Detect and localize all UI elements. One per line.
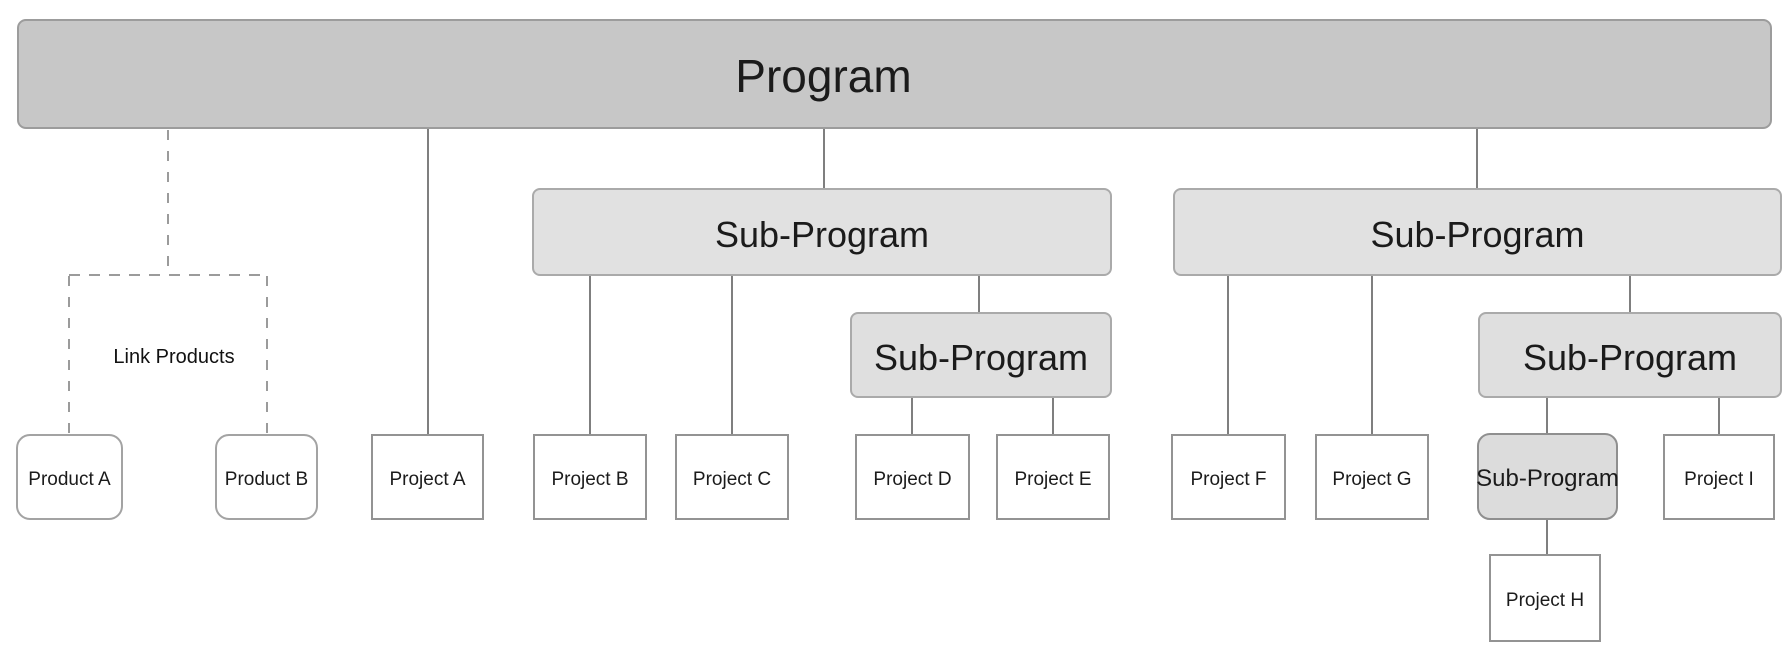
node-product-a-label: Product A [28,469,111,490]
dashed-edge-link-products-product-a [68,276,70,434]
node-project-e-label: Project E [1014,469,1092,490]
node-sub-program-2a-label: Sub-Program [1522,336,1738,378]
node-project-d-label: Project D [873,469,952,490]
node-project-g: Project G [1315,434,1429,520]
edge-subprogram1-project-b [589,275,591,435]
node-product-b-label: Product B [224,469,309,490]
node-program-label: Program [735,50,912,102]
edge-program-subprogram-1 [823,128,825,189]
node-project-b: Project B [533,434,647,520]
node-project-h: Project H [1489,554,1601,642]
node-sub-program-2a1-label: Sub-Program [1476,464,1619,492]
edge-program-project-a [427,128,429,435]
edge-subprogram1-project-c [731,275,733,435]
node-product-b: Product B [215,434,318,520]
edge-subprogram2-project-f [1227,275,1229,435]
node-sub-program-2a1: Sub-Program [1476,433,1619,520]
edge-subprogram1a-project-d [911,397,913,435]
node-sub-program-1: Sub-Program [532,188,1112,276]
edge-subprogram2-subprogram-2a [1629,275,1631,313]
node-sub-program-1a-label: Sub-Program [873,336,1089,378]
edge-program-subprogram-2 [1476,128,1478,189]
node-project-c-label: Project C [692,469,772,490]
node-project-e: Project E [996,434,1110,520]
node-sub-program-2-label: Sub-Program [1370,213,1585,255]
node-project-f-label: Project F [1190,469,1267,490]
node-project-i-label: Project I [1684,469,1754,490]
node-sub-program-1-label: Sub-Program [714,213,930,255]
edge-subprogram2-project-g [1371,275,1373,435]
node-project-i: Project I [1663,434,1775,520]
edge-subprogram2a1-project-h [1546,519,1548,555]
dashed-edge-link-products-horizontal [69,274,268,276]
dashed-edge-program-link-products [167,130,169,275]
node-project-c: Project C [675,434,789,520]
dashed-edge-link-products-product-b [266,276,268,434]
edge-subprogram2a-project-i [1718,397,1720,434]
node-project-f: Project F [1171,434,1286,520]
edge-subprogram1a-project-e [1052,397,1054,435]
node-project-h-label: Project H [1505,590,1585,611]
node-project-b-label: Project B [551,469,629,490]
node-project-a: Project A [371,434,484,520]
node-program: Program [17,19,1772,129]
edge-subprogram1-subprogram-1a [978,275,980,313]
node-project-g-label: Project G [1332,469,1412,490]
node-project-a-label: Project A [389,469,466,490]
node-sub-program-2a: Sub-Program [1478,312,1782,398]
link-products-label: Link Products [113,346,235,368]
node-product-a: Product A [16,434,123,520]
node-project-d: Project D [855,434,970,520]
node-sub-program-1a: Sub-Program [850,312,1112,398]
edge-subprogram2a-subprogram-2a1 [1546,397,1548,434]
node-sub-program-2: Sub-Program [1173,188,1782,276]
